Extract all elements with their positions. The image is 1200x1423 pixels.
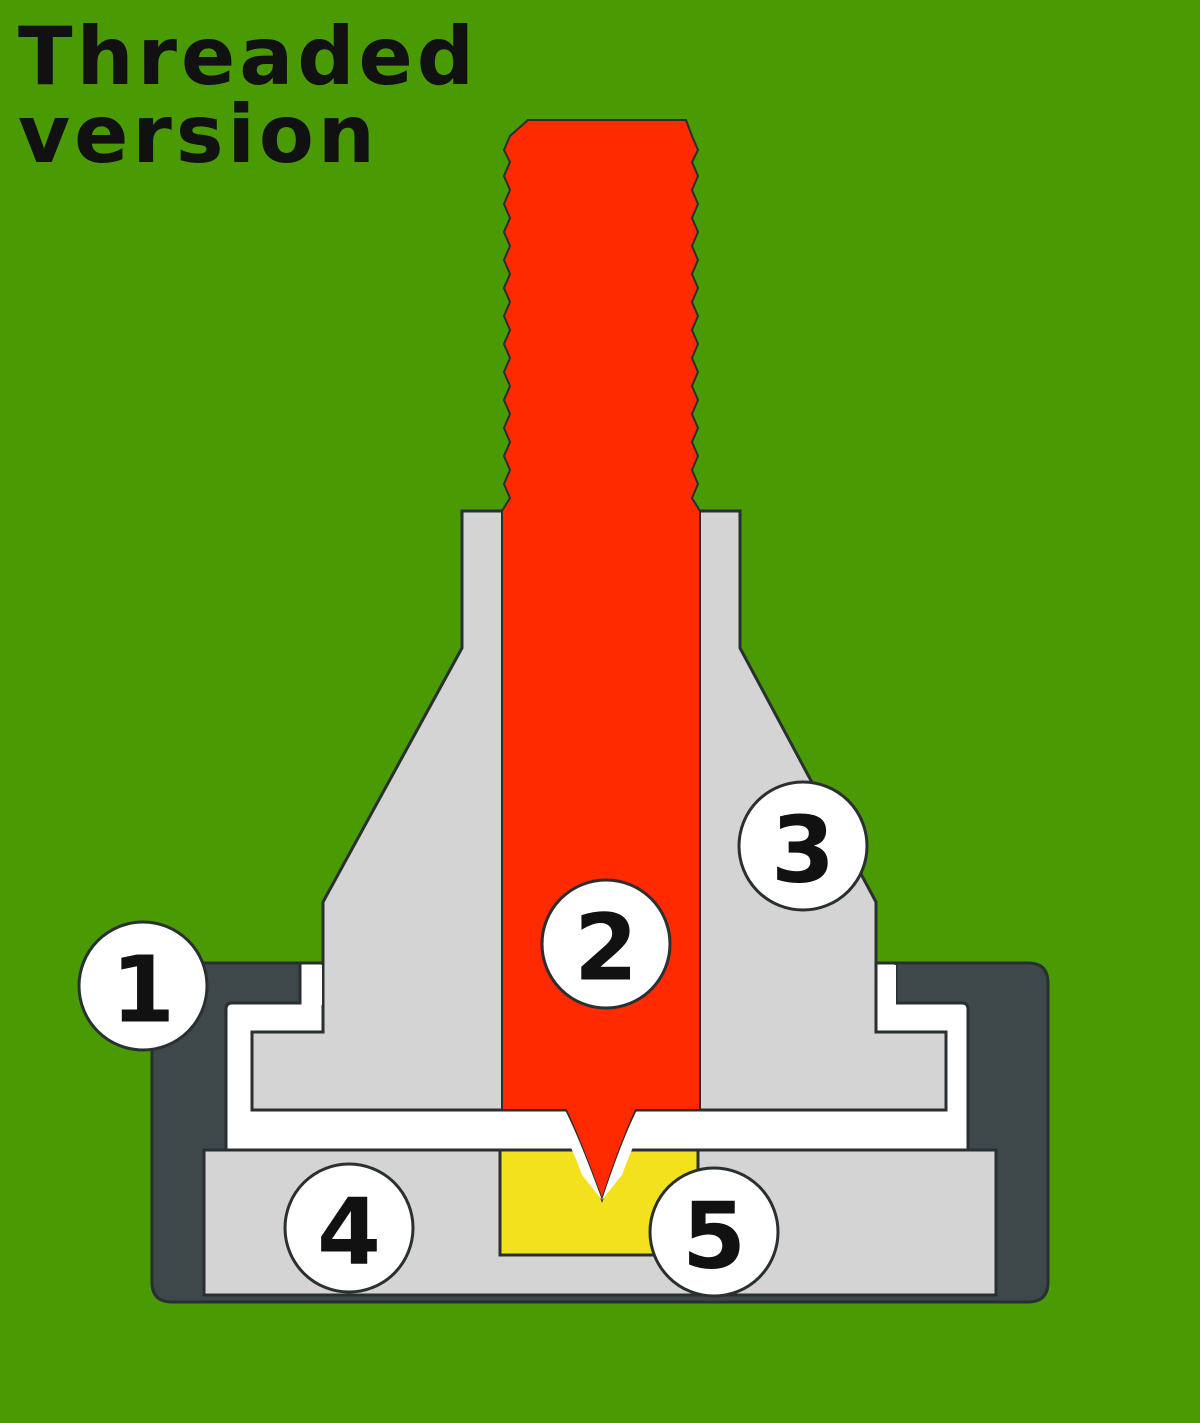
diagram-title: Threaded version <box>18 10 479 181</box>
callout-2-label: 2 <box>574 895 638 1002</box>
callout-4-label: 4 <box>317 1179 381 1286</box>
callout-5-label: 5 <box>682 1183 746 1290</box>
callout-2: 2 <box>540 878 672 1010</box>
left-step-highlight <box>304 965 322 1005</box>
callout-3: 3 <box>737 780 869 912</box>
threaded-stud <box>501 119 701 1204</box>
right-step-highlight <box>878 965 896 1005</box>
callout-4: 4 <box>283 1162 415 1294</box>
callout-1: 1 <box>77 920 209 1052</box>
callout-1-label: 1 <box>111 937 175 1044</box>
callout-5: 5 <box>648 1166 780 1298</box>
title-line-1: Threaded <box>18 10 479 103</box>
tip-highlight <box>548 1112 654 1200</box>
title-line-2: version <box>18 88 379 181</box>
callout-3-label: 3 <box>771 797 835 904</box>
